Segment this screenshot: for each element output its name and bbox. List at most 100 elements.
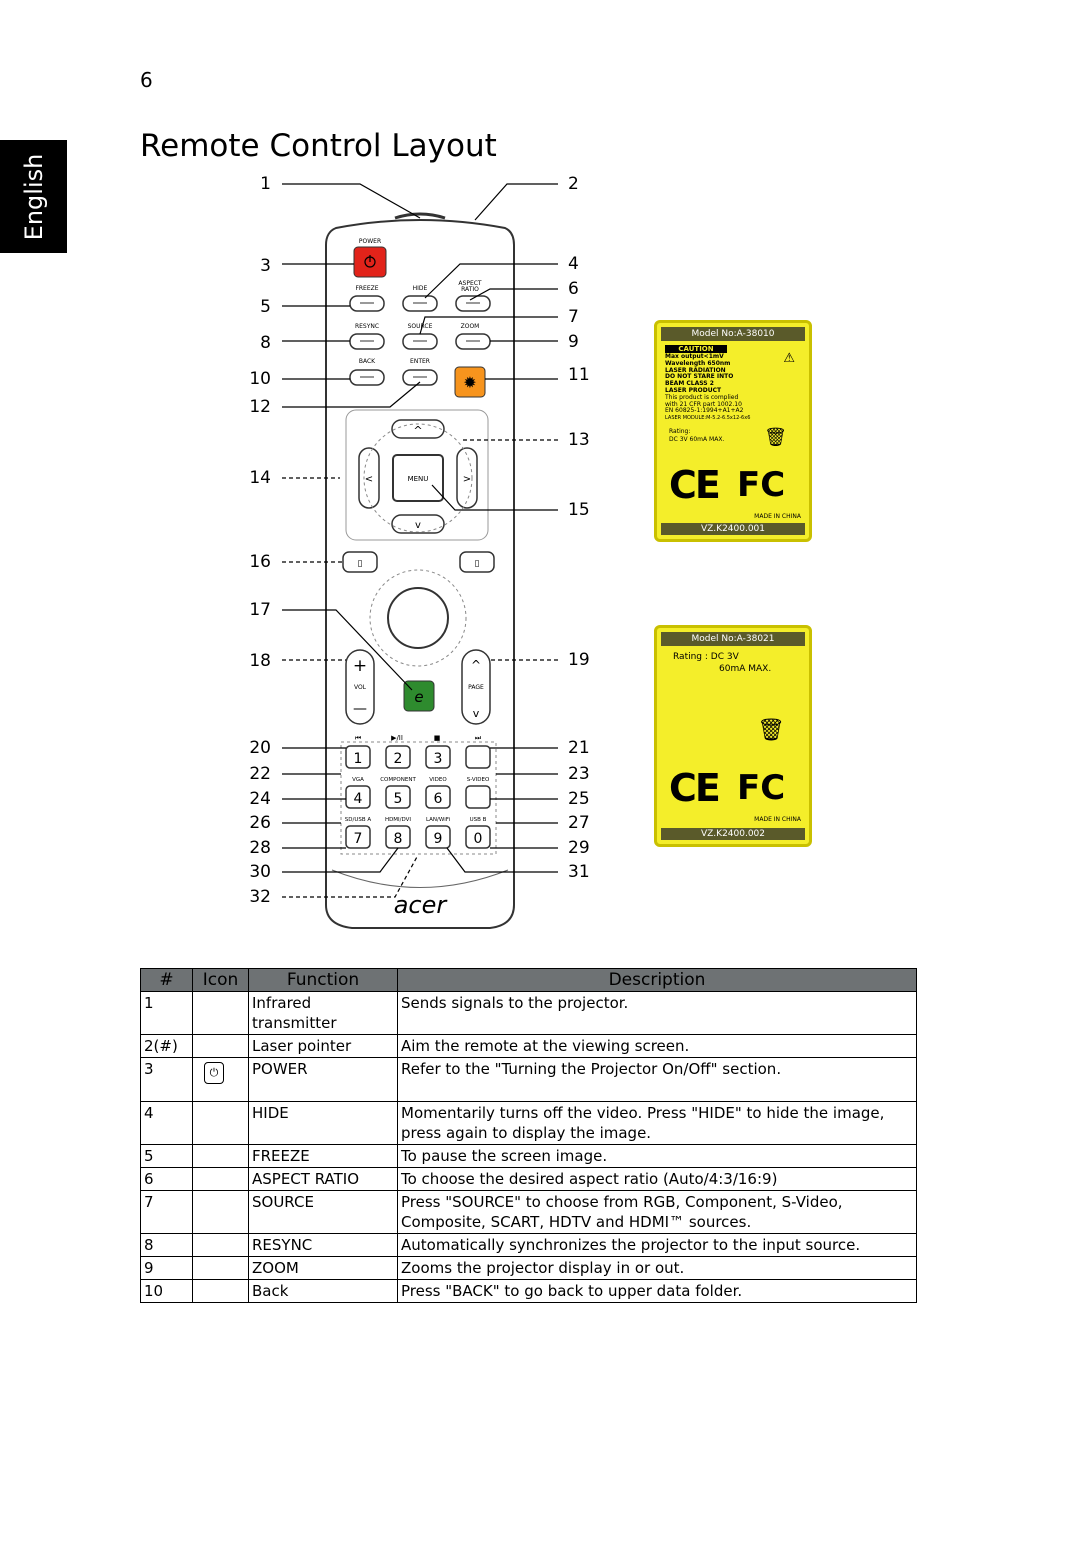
table-row: 1 Infrared transmitter Sends signals to … xyxy=(140,991,917,1035)
callout-30: 30 xyxy=(249,862,271,882)
key-label-component: COMPONENT xyxy=(380,777,416,783)
language-tab: English xyxy=(0,140,67,253)
menu-label: MENU xyxy=(408,475,429,483)
source-label: SOURCE xyxy=(408,323,433,330)
key-2-label: 2 xyxy=(394,751,403,767)
callout-3: 3 xyxy=(260,256,271,276)
label1-text: Max output<1mV Wavelength 650nm LASER RA… xyxy=(665,353,751,422)
row-icon xyxy=(192,1233,249,1257)
remote-curve xyxy=(331,869,509,888)
enter-label: ENTER xyxy=(410,358,430,365)
left-arrow-icon: < xyxy=(365,474,373,485)
col-function: Function xyxy=(248,968,398,992)
callout-28: 28 xyxy=(249,838,271,858)
row-description: Refer to the "Turning the Projector On/O… xyxy=(397,1057,917,1102)
row-function: RESYNC xyxy=(248,1233,398,1257)
table-row: 5 FREEZE To pause the screen image. xyxy=(140,1144,917,1168)
row-function: Laser pointer xyxy=(248,1034,398,1058)
callout-31: 31 xyxy=(568,862,590,882)
key-4 xyxy=(345,785,371,809)
up-arrow-icon: ^ xyxy=(413,424,422,437)
row-icon xyxy=(192,1034,249,1058)
callout-21: 21 xyxy=(568,738,590,758)
row-function: ASPECT RATIO xyxy=(248,1167,398,1191)
row-num: 2(#) xyxy=(140,1034,193,1058)
row-description: Momentarily turns off the video. Press "… xyxy=(397,1101,917,1145)
callout-15: 15 xyxy=(568,500,590,520)
table-row: 8 RESYNC Automatically synchronizes the … xyxy=(140,1233,917,1257)
row-description: Press "BACK" to go back to upper data fo… xyxy=(397,1279,917,1303)
key-7 xyxy=(345,825,371,849)
row-num: 1 xyxy=(140,991,193,1035)
label1-made: MADE IN CHINA xyxy=(754,513,801,520)
keypad: 1 2 3 VGA COMPONENT VIDEO S-VIDEO 4 5 6 … xyxy=(340,741,497,855)
aspect-label-bottom: RATIO xyxy=(461,286,479,293)
nav-up-button xyxy=(391,419,445,439)
menu-button xyxy=(392,454,444,502)
label1-rating-value: DC 3V 60mA MAX. xyxy=(669,436,725,443)
row-num: 10 xyxy=(140,1279,193,1303)
key-7-label: 7 xyxy=(354,831,363,847)
callout-14: 14 xyxy=(249,468,271,488)
row-function: FREEZE xyxy=(248,1144,398,1168)
row-icon xyxy=(192,1279,249,1303)
row-function: SOURCE xyxy=(248,1190,398,1234)
table-row: 10 Back Press "BACK" to go back to upper… xyxy=(140,1279,917,1303)
key-label-vga: VGA xyxy=(352,777,364,783)
row-function: ZOOM xyxy=(248,1256,398,1280)
key-9-label: 9 xyxy=(434,831,443,847)
callout-18: 18 xyxy=(249,651,271,671)
table-row: 9 ZOOM Zooms the projector display in or… xyxy=(140,1256,917,1280)
key-0 xyxy=(465,825,491,849)
key-svideo xyxy=(465,785,491,809)
callout-17: 17 xyxy=(249,600,271,620)
callout-9: 9 xyxy=(568,332,579,352)
back-label: BACK xyxy=(359,358,376,365)
table-row: 4 HIDE Momentarily turns off the video. … xyxy=(140,1101,917,1145)
key-4-label: 4 xyxy=(354,791,363,807)
row-icon xyxy=(192,1190,249,1234)
callout-24: 24 xyxy=(249,789,271,809)
mouse-ring xyxy=(369,569,467,667)
key-5 xyxy=(385,785,411,809)
callout-19: 19 xyxy=(568,650,590,670)
ce-mark-2: CE xyxy=(669,766,721,810)
callout-12: 12 xyxy=(249,397,271,417)
volume-label: VOL xyxy=(354,684,367,691)
label2-code: VZ.K2400.002 xyxy=(661,828,805,840)
row-icon xyxy=(192,1101,249,1145)
row-description: Aim the remote at the viewing screen. xyxy=(397,1034,917,1058)
row-num: 4 xyxy=(140,1101,193,1145)
key-label-hdmi: HDMI/DVI xyxy=(385,817,411,823)
callout-8: 8 xyxy=(260,333,271,353)
key-0-label: 0 xyxy=(474,831,483,847)
key-next xyxy=(465,745,491,769)
callout-32: 32 xyxy=(249,887,271,907)
key-5-label: 5 xyxy=(394,791,403,807)
callout-10: 10 xyxy=(249,369,271,389)
row-num: 6 xyxy=(140,1167,193,1191)
power-icon: ⏻ xyxy=(204,1062,224,1084)
nav-right-button xyxy=(456,447,478,509)
row-function: Back xyxy=(248,1279,398,1303)
row-function: POWER xyxy=(248,1057,398,1102)
callout-16: 16 xyxy=(249,552,271,572)
row-function: HIDE xyxy=(248,1101,398,1145)
page-down-icon: v xyxy=(473,707,480,720)
key-6-label: 6 xyxy=(434,791,443,807)
table-header-row: # Icon Function Description xyxy=(140,968,917,992)
aspect-label-top: ASPECT xyxy=(458,280,482,287)
power-label: POWER xyxy=(359,238,381,245)
label1-rating: Rating: xyxy=(669,428,691,435)
row-num: 7 xyxy=(140,1190,193,1234)
weee-bin-icon: 🗑 xyxy=(764,427,787,448)
ce-mark: CE xyxy=(669,463,721,507)
zoom-label: ZOOM xyxy=(461,323,480,330)
media-play-label: ▶/II xyxy=(391,734,403,742)
mouse-left-button xyxy=(342,551,378,573)
media-next-label: ⏭ xyxy=(475,734,482,742)
page-number: 6 xyxy=(140,68,153,92)
callout-27: 27 xyxy=(568,813,590,833)
e-key-button xyxy=(403,680,435,712)
col-description: Description xyxy=(397,968,917,992)
